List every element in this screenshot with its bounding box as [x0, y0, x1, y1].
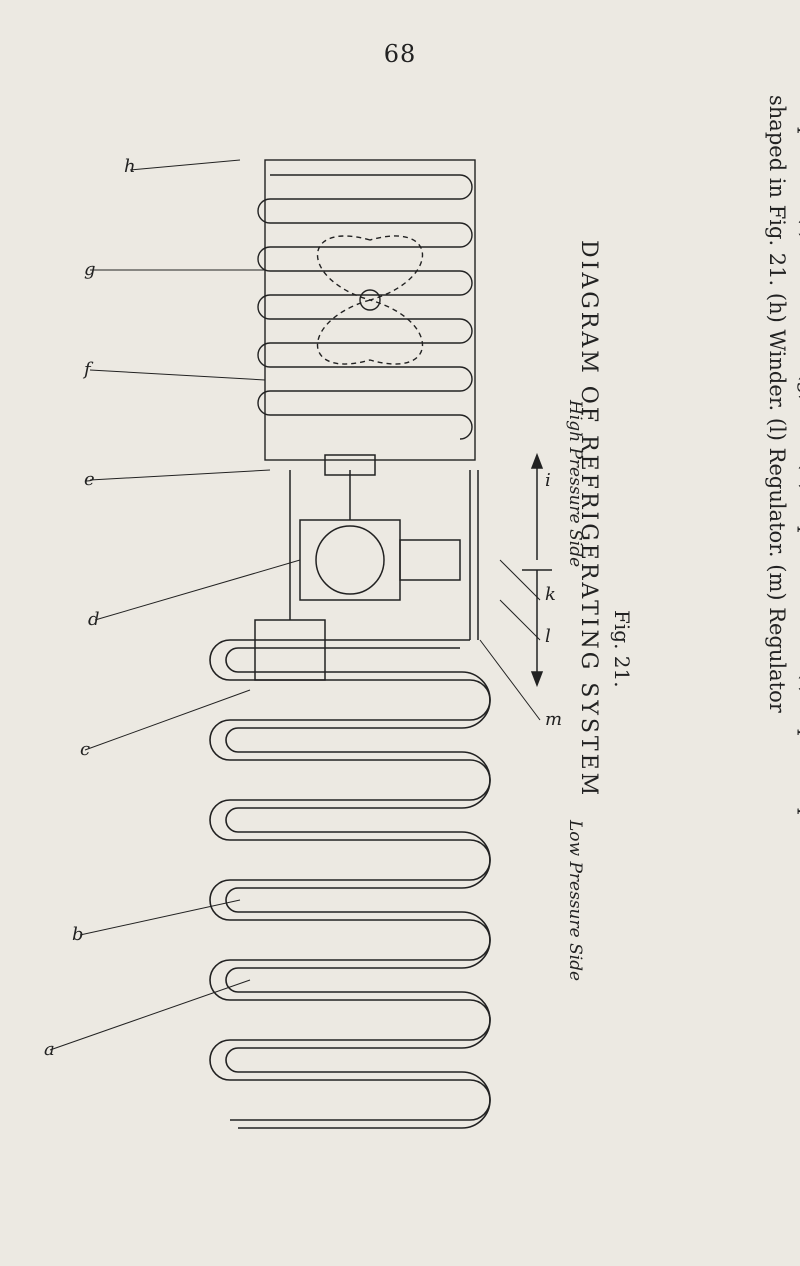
high-pressure-label: High Pressure Side	[565, 399, 585, 567]
letter-e: e	[84, 469, 95, 490]
figure-title: DIAGRAM OF REFRIGERATING SYSTEM	[576, 240, 601, 798]
liquid-receiver	[254, 470, 326, 681]
evaporator-coil	[209, 639, 491, 1129]
letter-a: a	[44, 1039, 55, 1060]
page-number: 68	[383, 40, 417, 68]
compressor	[299, 454, 479, 640]
letter-b: b	[72, 924, 84, 945]
low-pressure-label: Low Pressure Side	[565, 819, 585, 981]
figure-label: Fig. 21.	[610, 610, 634, 688]
letter-i: i	[545, 470, 551, 491]
lead-lines	[49, 159, 541, 1051]
letter-k: k	[545, 584, 556, 605]
letter-m: m	[545, 709, 562, 730]
letter-g: g	[84, 259, 96, 280]
letter-l: l	[545, 626, 551, 647]
caption-line: shaped in Fig. 21. (h) Winder. (l) Regul…	[765, 95, 789, 714]
letter-d: d	[88, 609, 100, 630]
letter-f: f	[82, 359, 94, 380]
caption-block: shaped in Fig. 21. (h) Winder. (l) Regul…	[765, 95, 800, 930]
letter-c: c	[80, 739, 90, 760]
letter-h: h	[124, 156, 136, 177]
caption-line: stop-valve. (f) Condenser. (g) Fan. (h) …	[797, 95, 800, 930]
fan	[317, 235, 423, 365]
pressure-divider-arrow	[522, 452, 552, 688]
condenser-coil	[257, 159, 476, 461]
